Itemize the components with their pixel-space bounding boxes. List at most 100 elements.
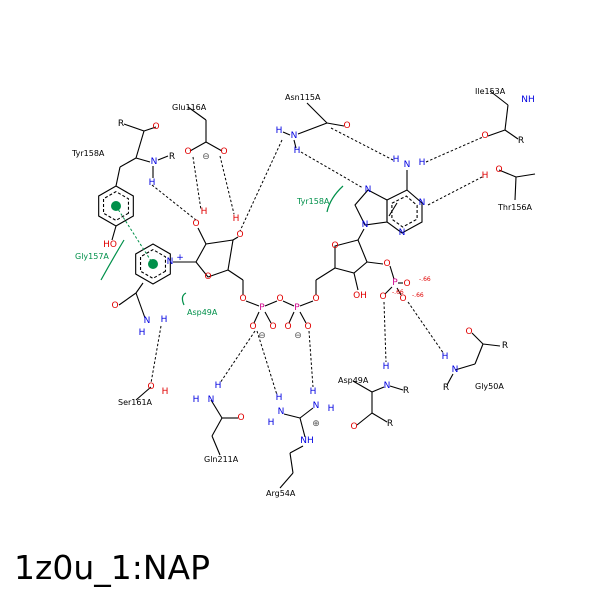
residue-label-glu116: Glu116A — [172, 103, 207, 112]
atom-label: H — [149, 178, 156, 188]
bond — [187, 106, 207, 121]
residue-label-ser161: Ser161A — [118, 398, 153, 407]
atom-label: H — [419, 158, 426, 168]
partial-charge-label: -.66 — [419, 276, 431, 283]
atom-label: N — [313, 401, 320, 411]
hydrogen-bond — [239, 139, 283, 232]
atom-label: R — [387, 419, 393, 429]
bond — [353, 272, 359, 291]
bond — [396, 287, 402, 296]
atom-label: O — [239, 294, 246, 304]
bond — [264, 311, 272, 324]
hydrogen-bond — [383, 301, 387, 363]
bond — [315, 267, 336, 281]
formal-charge-icon: ⊖ — [202, 152, 210, 162]
pi-stacking-interaction — [115, 205, 154, 265]
bond — [454, 363, 476, 371]
bond — [189, 141, 207, 152]
atom-label: H — [162, 387, 169, 397]
bond — [211, 435, 221, 456]
atom-label: R — [502, 341, 508, 351]
atom-label: O — [399, 294, 406, 304]
atom-label: H — [233, 214, 240, 224]
atom-label: O — [379, 292, 386, 302]
atom-label: N — [452, 365, 459, 375]
atom-label: H — [215, 381, 222, 391]
residue-label-asp49: Asp49A — [338, 376, 369, 385]
bond — [111, 225, 117, 241]
atom-label: H — [310, 387, 317, 397]
bond — [489, 90, 509, 106]
atom-label: O — [276, 294, 283, 304]
bond — [297, 122, 328, 135]
ligand-title: 1z0u_1:NAP — [14, 548, 211, 587]
bond — [288, 311, 295, 324]
bond — [232, 236, 239, 241]
hydrogen-bond — [219, 330, 256, 384]
atom-label: O — [220, 147, 227, 157]
bond — [384, 286, 393, 295]
bond — [211, 417, 223, 437]
bond — [282, 131, 291, 136]
bond — [135, 157, 151, 163]
atom-label: P — [294, 303, 300, 313]
nicotinamide-ribose-ring — [195, 239, 234, 278]
bond — [389, 385, 404, 391]
hydrogen-bond — [425, 136, 484, 163]
atom-label: H — [139, 328, 146, 338]
atom-label: P — [259, 303, 265, 313]
atom-label: N — [144, 316, 151, 326]
atom-label: R — [169, 152, 175, 162]
atom-label: H — [482, 171, 489, 181]
atom-label: H — [328, 404, 335, 414]
hydrogen-bond — [330, 127, 394, 161]
imidazole-ring — [354, 189, 388, 226]
bond — [482, 343, 501, 347]
bond — [289, 452, 294, 474]
ring-centroid-tyr158 — [111, 201, 121, 211]
atom-label: O — [350, 422, 357, 432]
bond — [264, 300, 278, 307]
hydrophobic-label-asp49: Asp49A — [187, 308, 218, 317]
bond — [253, 311, 260, 324]
atom-label: N — [291, 131, 298, 141]
hydrogen-bond — [308, 330, 314, 388]
bond — [279, 472, 294, 489]
atom-label: H — [201, 207, 208, 217]
bond — [283, 413, 301, 419]
bond — [326, 122, 345, 127]
atom-label: N — [208, 395, 215, 405]
hydrophobic-label-tyr158: Tyr158A — [296, 197, 330, 206]
bond — [366, 261, 384, 265]
pyrimidine-ring-aromatic — [391, 195, 418, 228]
atom-label: N — [404, 160, 411, 170]
bond — [289, 445, 304, 454]
bond — [371, 412, 388, 423]
bond — [210, 399, 223, 419]
bond — [143, 126, 157, 132]
bond — [357, 228, 365, 241]
bond — [119, 157, 137, 168]
atom-label: O — [304, 322, 311, 332]
atom-label: OH — [353, 291, 367, 301]
bond — [227, 269, 244, 281]
bond — [157, 155, 169, 161]
atom-label: H — [294, 146, 301, 156]
atom-label: O — [284, 322, 291, 332]
residue-label-thr156: Thr156A — [497, 203, 533, 212]
atom-label: O — [184, 147, 191, 157]
atom-label: O — [343, 121, 350, 131]
atom-label: O — [495, 165, 502, 175]
atom-label: O — [249, 322, 256, 332]
atom-label: O — [269, 322, 276, 332]
atom-label: O — [237, 413, 244, 423]
hydrogen-bond — [192, 156, 202, 211]
bond — [306, 102, 328, 124]
atom-label: O — [192, 219, 199, 229]
residue-label-arg54: Arg54A — [266, 489, 296, 498]
atom-label: R — [518, 136, 524, 146]
atom-label: H — [383, 362, 390, 372]
tyr158-phenyl-ring-aromatic — [102, 190, 130, 222]
